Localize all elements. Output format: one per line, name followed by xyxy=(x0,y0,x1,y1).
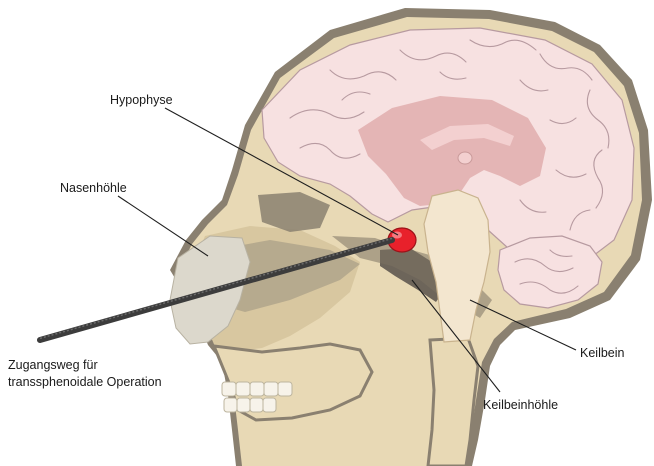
thalamus xyxy=(458,152,472,164)
label-zugangsweg-line1: Zugangsweg für xyxy=(8,358,98,372)
label-zugangsweg-line2: transsphenoidale Operation xyxy=(8,375,162,389)
label-keilbein: Keilbein xyxy=(580,346,625,360)
leader-nasenhoehle xyxy=(118,196,208,256)
label-hypophyse: Hypophyse xyxy=(110,93,173,107)
upper-teeth xyxy=(222,382,292,396)
label-keilbeinhoehle: Keilbeinhöhle xyxy=(483,398,558,412)
label-nasenhoehle: Nasenhöhle xyxy=(60,181,127,195)
lower-teeth xyxy=(224,398,276,412)
